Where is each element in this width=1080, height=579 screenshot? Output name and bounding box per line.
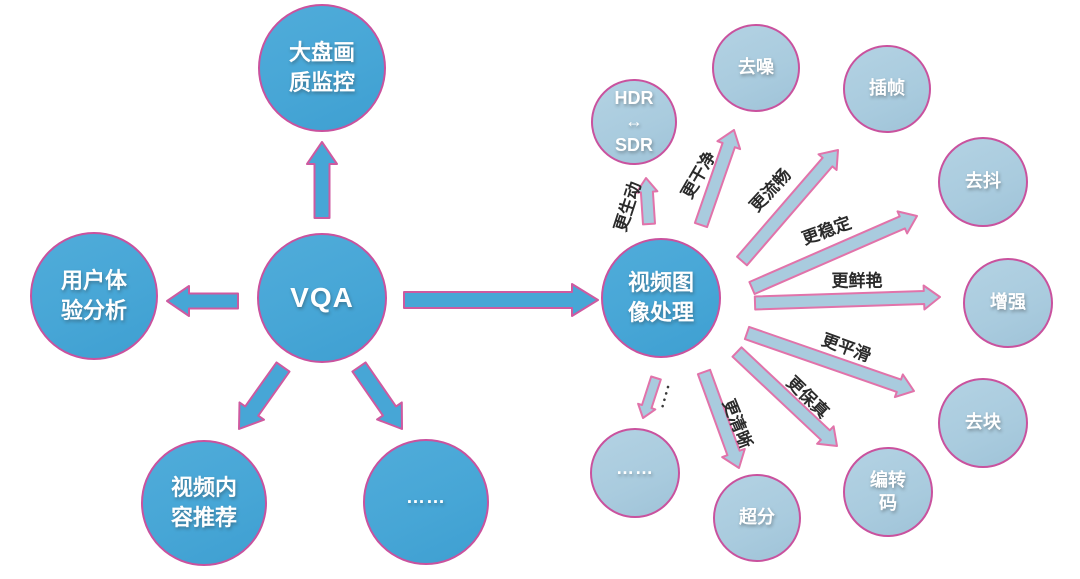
arrow-fidelity-to-transcode [731, 346, 838, 447]
node-super-resolution: 超分 [713, 474, 801, 562]
node-label: HDR ↔ SDR [614, 87, 654, 155]
arrow-stable-to-deshake [748, 210, 918, 295]
arrow-clear-to-super-resolution [696, 368, 746, 469]
node-label: 视频内 容推荐 [170, 475, 237, 530]
arrow-vqa-to-content-recommend [238, 361, 291, 430]
node-label: 大盘画 质监控 [288, 40, 355, 95]
arrow-clean-to-denoise [693, 129, 742, 229]
node-denoise: 去噪 [712, 24, 800, 112]
node-video-image-processing: 视频图 像处理 [601, 238, 721, 358]
node-user-experience-analysis: 用户体 验分析 [30, 232, 158, 360]
arrow-vibrant-to-enhance [753, 284, 941, 311]
arrow-vivid-to-hdr-sdr [635, 177, 659, 226]
node-label: 超分 [739, 507, 775, 528]
node-label: 视频图 像处理 [627, 270, 694, 325]
node-frame-interpolation: 插帧 [843, 45, 931, 133]
node-video-content-recommendation: 视频内 容推荐 [141, 440, 267, 566]
arrow-to-processing-others [637, 375, 662, 419]
node-enhance: 增强 [963, 258, 1053, 348]
arrow-vqa-to-video-processing [403, 283, 599, 317]
edge-label-vibrant: 更鲜艳 [831, 271, 883, 291]
node-hdr-sdr: HDR ↔ SDR [591, 79, 677, 165]
node-dashboard-quality-monitoring: 大盘画 质监控 [258, 4, 386, 132]
node-label: 插帧 [869, 78, 905, 99]
node-label: 去块 [965, 412, 1001, 433]
arrow-vqa-to-dashboard [306, 141, 338, 219]
arrow-fluent-to-frame-interp [736, 149, 839, 267]
node-vqa-others-ellipsis: …… [363, 439, 489, 565]
node-transcode: 编转 码 [843, 447, 933, 537]
node-label: VQA [290, 282, 354, 313]
dotted-connector [659, 385, 670, 414]
node-deblock: 去块 [938, 378, 1028, 468]
node-label: 用户体 验分析 [60, 268, 127, 323]
node-deshake: 去抖 [938, 137, 1028, 227]
arrow-vqa-to-user-experience [166, 285, 239, 317]
node-vqa: VQA [257, 233, 387, 363]
node-label: 编转 码 [870, 469, 906, 513]
arrow-smooth-to-deblock [743, 325, 915, 399]
node-label: 去噪 [738, 57, 774, 78]
node-label: 去抖 [965, 171, 1001, 192]
node-label: 增强 [990, 292, 1026, 313]
node-processing-others-ellipsis: …… [590, 428, 680, 518]
node-label: …… [616, 458, 654, 479]
arrow-vqa-to-others [351, 361, 403, 430]
